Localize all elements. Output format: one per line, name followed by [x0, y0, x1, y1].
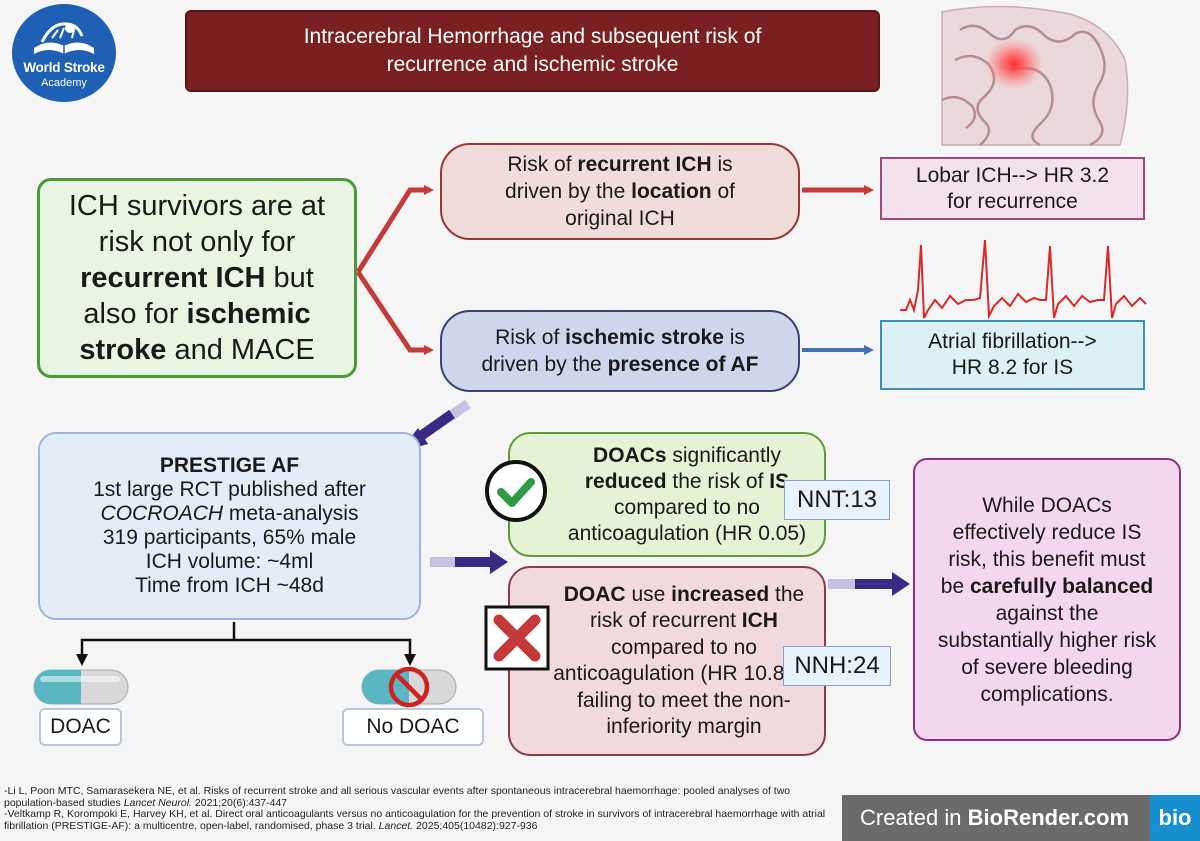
harm-text1: use: [631, 582, 666, 606]
conclusion-text2: against the substantially higher risk of…: [937, 601, 1157, 706]
ecg-trace-icon: [900, 239, 1147, 320]
ischemic-text2: is driven by the: [481, 326, 745, 376]
prestige-line3: 319 participants, 65% male: [102, 526, 357, 549]
prestige-cocroach: COCROACH: [100, 502, 224, 525]
purple-arrow-right: [430, 550, 508, 574]
doac-harm-box: DOAC use increased the risk of recurrent…: [508, 566, 826, 756]
recurrent-bold2: location: [631, 180, 712, 203]
lobar-ich-box: Lobar ICH--> HR 3.2 for recurrence: [880, 157, 1145, 220]
harm-text2: the risk of recurrent: [590, 582, 805, 633]
harm-text3: compared to no anticoagulation (HR 10.89…: [553, 635, 815, 739]
prestige-line5: Time from ICH ~48d: [135, 574, 324, 597]
check-icon: [485, 460, 547, 522]
reference-2: -Veltkamp R, Korompoki E, Harvey KH, et …: [4, 808, 826, 832]
logo-line1: World Stroke: [23, 60, 105, 75]
doacs-bold2: reduced: [584, 469, 667, 493]
recurrent-ich-box: Risk of recurrent ICH is driven by the l…: [440, 143, 800, 240]
ischemic-bold1: ischemic stroke: [565, 326, 724, 349]
atrial-fibrillation-box: Atrial fibrillation--> HR 8.2 for IS: [880, 320, 1145, 390]
survivors-text2: but also for: [83, 262, 314, 330]
doacs-text2: the risk of: [672, 469, 764, 493]
ischemic-bold2: presence of AF: [607, 353, 759, 376]
harm-bold3: ICH: [741, 609, 778, 632]
recurrent-text3: of original ICH: [565, 180, 735, 230]
references: -Li L, Poon MTC, Samarasekera NE, et al.…: [4, 785, 834, 832]
survivors-bold2: ischemic stroke: [79, 298, 311, 366]
conclusion-bold1: carefully balanced: [969, 574, 1154, 598]
purple-arrow-right-2: [828, 572, 910, 596]
recurrent-text2: is driven by the: [505, 153, 733, 203]
survivors-bold1: recurrent ICH: [80, 262, 266, 294]
cross-icon: [484, 605, 550, 671]
ischemic-text1: Risk of: [495, 326, 560, 349]
doacs-bold1: DOACs: [593, 443, 667, 467]
harm-bold1: DOAC: [563, 582, 626, 606]
harm-bold2: increased: [671, 582, 770, 606]
world-stroke-academy-logo: World Stroke Academy: [12, 4, 116, 102]
title-line1: Intracerebral Hemorrhage and subsequent …: [303, 25, 762, 48]
doacs-text1: significantly: [672, 443, 781, 467]
biorender-logo-icon[interactable]: bio: [1150, 795, 1200, 841]
biorender-prefix: Created in: [860, 805, 962, 830]
conclusion-text1: While DOACs effectively reduce IS risk, …: [940, 493, 1146, 598]
biorender-brand: BioRender.com: [967, 805, 1130, 830]
recurrent-bold1: recurrent ICH: [577, 153, 712, 176]
prohibited-pill-icon: [361, 666, 457, 708]
prestige-line1: 1st large RCT published after: [93, 478, 366, 501]
branch-connector: [76, 622, 416, 666]
nnh-badge: NNH:24: [783, 646, 891, 686]
prestige-af-box: PRESTIGE AF 1st large RCT published afte…: [38, 432, 421, 620]
survivors-text1: ICH survivors are at risk not only for: [68, 190, 326, 258]
lobar-line1: Lobar ICH--> HR 3.2: [915, 163, 1110, 187]
prestige-line2: meta-analysis: [228, 502, 359, 525]
pill-icon: [33, 669, 129, 705]
conclusion-box: While DOACs effectively reduce IS risk, …: [913, 458, 1181, 741]
no-doac-label: No DOAC: [342, 708, 484, 746]
prestige-heading: PRESTIGE AF: [159, 454, 300, 477]
brain-hemorrhage-icon: [941, 5, 1129, 147]
survivors-box: ICH survivors are at risk not only for r…: [37, 178, 357, 378]
title-line2: recurrence and ischemic stroke: [386, 53, 679, 76]
nnt-badge: NNT:13: [784, 480, 890, 520]
survivors-text3: and MACE: [174, 334, 315, 366]
doacs-text3: compared to no anticoagulation (HR 0.05): [567, 495, 807, 545]
biorender-badge[interactable]: Created in BioRender.com: [842, 795, 1150, 841]
world-stroke-book-icon: [34, 22, 94, 54]
af-line1: Atrial fibrillation-->: [928, 330, 1097, 353]
af-line2: HR 8.2 for IS: [951, 356, 1074, 379]
logo-line2: Academy: [41, 77, 87, 89]
ischemic-stroke-box: Risk of ischemic stroke is driven by the…: [440, 310, 800, 392]
page-title: Intracerebral Hemorrhage and subsequent …: [185, 10, 880, 92]
recurrent-text1: Risk of: [507, 153, 572, 176]
reference-1: -Li L, Poon MTC, Samarasekera NE, et al.…: [4, 785, 791, 809]
lobar-line2: for recurrence: [947, 189, 1078, 213]
doac-label: DOAC: [39, 708, 122, 746]
prestige-line4: ICH volume: ~4ml: [145, 550, 314, 573]
doacs-benefit-box: DOACs significantly reduced the risk of …: [508, 432, 826, 557]
